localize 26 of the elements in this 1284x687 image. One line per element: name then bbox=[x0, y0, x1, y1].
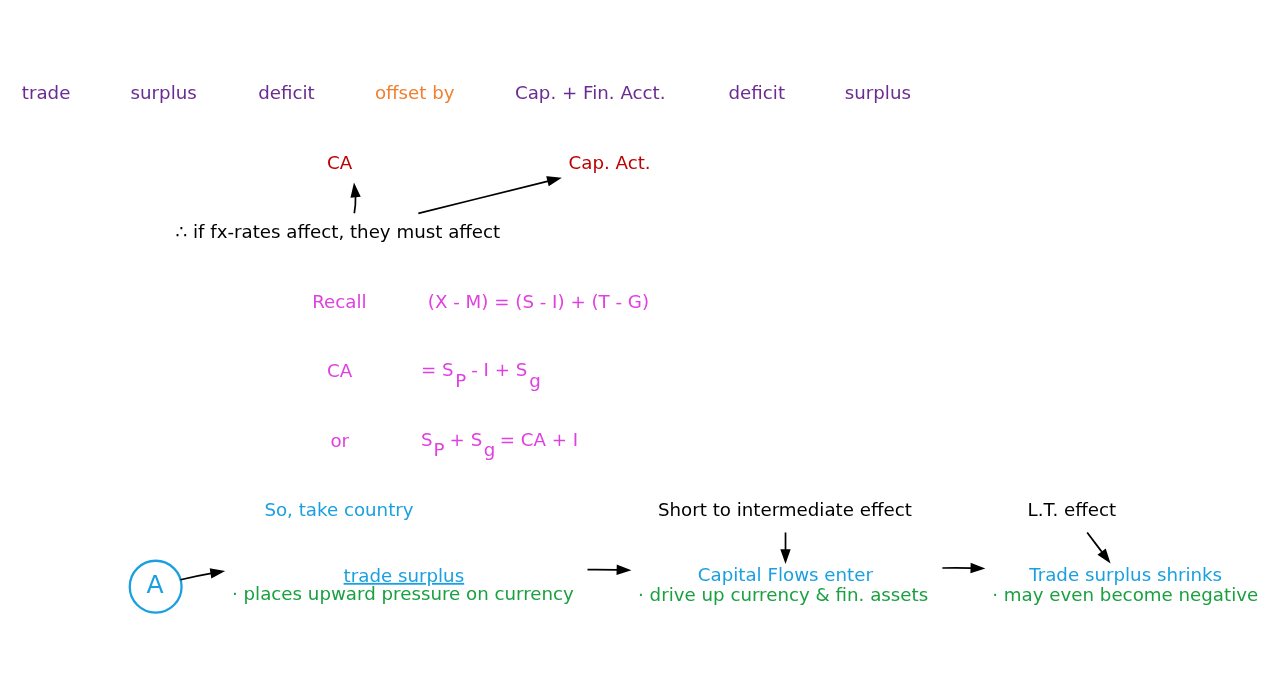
label: Cap. + Fin. Acct. bbox=[515, 82, 666, 104]
node-text: trade surplus · places upward pressure on currency bbox=[231, 564, 574, 605]
arrow bbox=[1086, 531, 1111, 564]
label: offset by bbox=[374, 82, 455, 104]
node-text: ∴ if fx-rates affect, they must affect bbox=[175, 221, 501, 243]
label: or bbox=[330, 429, 350, 451]
node-text: Cap. Act. bbox=[568, 151, 651, 173]
arrow bbox=[417, 176, 562, 215]
arrow bbox=[179, 568, 226, 581]
label: CA bbox=[327, 360, 353, 382]
label: surplus bbox=[844, 82, 911, 104]
label: deficit bbox=[728, 82, 786, 104]
label: (X - M) = (S - I) + (T - G) bbox=[427, 290, 650, 312]
label: Recall bbox=[312, 290, 367, 312]
label: So, take country bbox=[264, 499, 414, 521]
label: trade bbox=[21, 82, 71, 104]
label: deficit bbox=[258, 82, 315, 104]
label: surplus bbox=[130, 82, 197, 104]
node-text: L.T. effect bbox=[1027, 499, 1117, 521]
arrow bbox=[586, 564, 632, 575]
arrow bbox=[941, 562, 986, 574]
node-text: Short to intermediate effect bbox=[657, 499, 912, 521]
node-circle: A bbox=[128, 559, 183, 614]
node-text: Trade surplus shrinks · may even become negative bbox=[992, 563, 1259, 606]
node-text: CA bbox=[327, 151, 353, 173]
node-text: Capital Flows enter · drive up currency & fin. assets bbox=[638, 563, 929, 606]
